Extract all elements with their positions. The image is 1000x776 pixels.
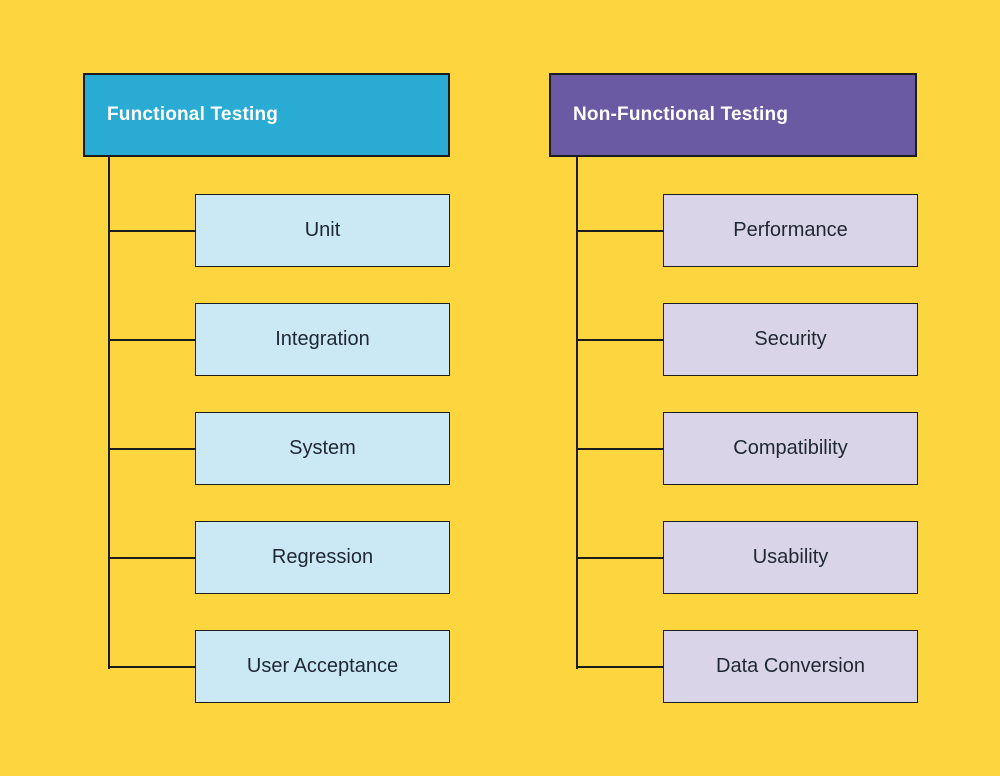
usability-node: Usability [663, 521, 918, 594]
performance-node: Performance [663, 194, 918, 267]
branch-line [108, 556, 195, 559]
non-functional-testing-header: Non-Functional Testing [549, 73, 917, 157]
child-node-label: Usability [752, 546, 829, 568]
child-node-label: Security [754, 328, 827, 350]
child-node-label: Data Conversion [716, 655, 865, 677]
tree-trunk-line [108, 157, 110, 669]
tree-header-label: Functional Testing [107, 104, 279, 125]
branch-line [576, 556, 663, 559]
integration-node: Integration [195, 303, 450, 376]
child-node-label: Performance [733, 219, 848, 241]
child-node-label: Integration [275, 328, 370, 350]
regression-node: Regression [195, 521, 450, 594]
branch-line [108, 665, 195, 668]
user-acceptance-node: User Acceptance [195, 630, 450, 703]
child-node-label: User Acceptance [246, 655, 399, 677]
tree-trunk-line [576, 157, 578, 669]
child-node-label: System [289, 437, 356, 459]
branch-line [108, 229, 195, 232]
branch-line [576, 229, 663, 232]
data-conversion-node: Data Conversion [663, 630, 918, 703]
compatibility-node: Compatibility [663, 412, 918, 485]
branch-line [576, 665, 663, 668]
branch-line [108, 338, 195, 341]
branch-line [108, 447, 195, 450]
child-node-label: Compatibility [733, 437, 848, 459]
branch-line [576, 338, 663, 341]
branch-line [576, 447, 663, 450]
child-node-label: Unit [304, 219, 341, 241]
child-node-label: Regression [271, 546, 374, 568]
unit-node: Unit [195, 194, 450, 267]
functional-testing-header: Functional Testing [83, 73, 450, 157]
tree-header-label: Non-Functional Testing [573, 104, 789, 125]
system-node: System [195, 412, 450, 485]
security-node: Security [663, 303, 918, 376]
